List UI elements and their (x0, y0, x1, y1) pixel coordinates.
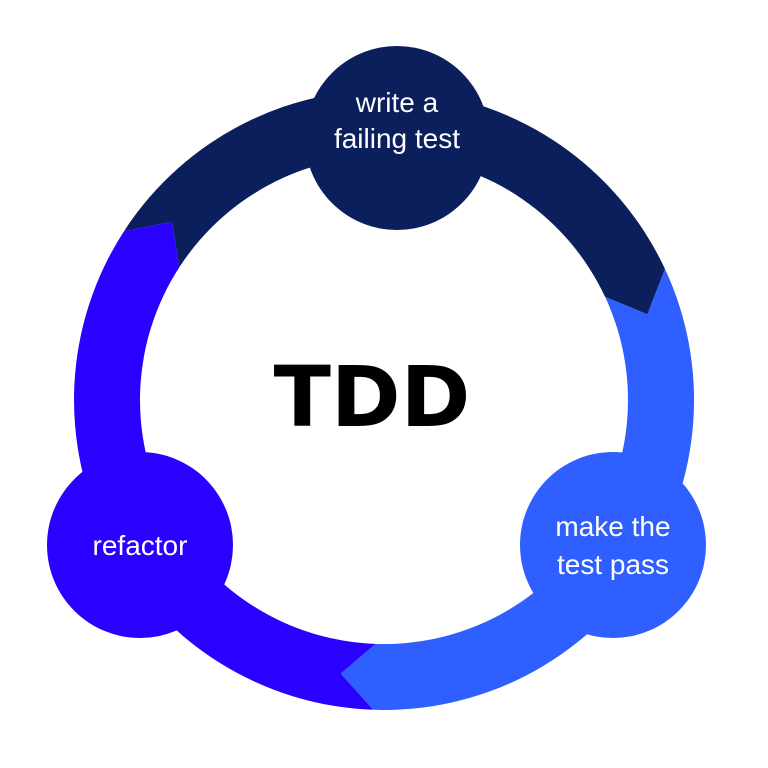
cycle-arrow-write-failing-test (124, 89, 665, 315)
step-label-pass-line2: test pass (557, 549, 669, 580)
step-label-refactor: refactor (93, 530, 188, 561)
step-node-write-failing-test (305, 46, 489, 230)
step-label-write-line2: failing test (334, 123, 460, 154)
step-node-refactor (47, 452, 233, 638)
step-label-pass-line1: make the (555, 511, 670, 542)
step-node-make-test-pass (520, 452, 706, 638)
step-label-write-line1: write a (355, 87, 439, 118)
diagram-title: TDD (274, 348, 471, 446)
